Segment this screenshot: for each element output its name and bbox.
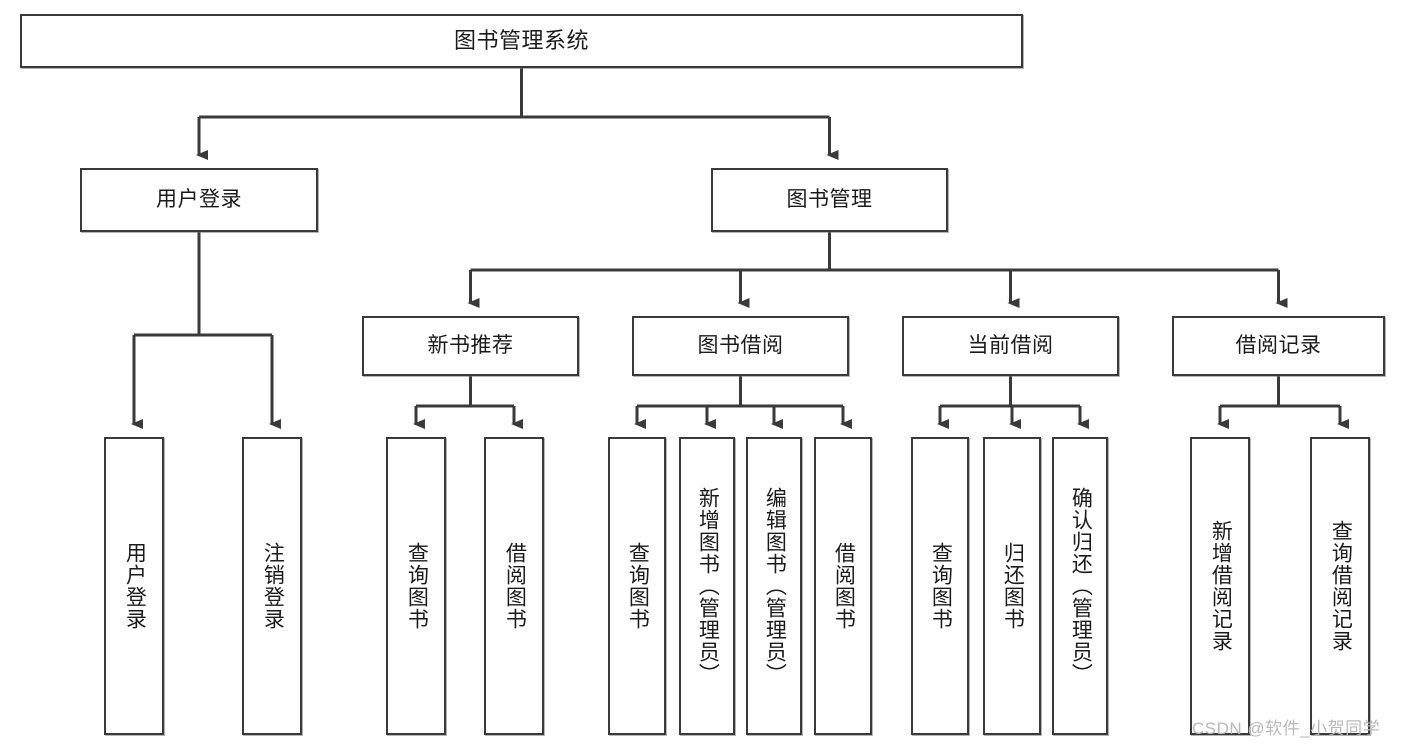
node-label: 查询图书 bbox=[626, 542, 650, 630]
node-label: 编辑图书（管理员） bbox=[763, 487, 787, 685]
node-current-borrow[interactable]: 当前借阅 bbox=[902, 316, 1119, 376]
node-root[interactable]: 图书管理系统 bbox=[20, 14, 1023, 68]
node-label: 当前借阅 bbox=[967, 333, 1054, 357]
node-leaf-borrow-book-bor[interactable]: 借阅图书 bbox=[814, 437, 872, 735]
node-book-manage[interactable]: 图书管理 bbox=[711, 168, 948, 232]
node-label: 查询图书 bbox=[929, 542, 953, 630]
node-leaf-query-book-rec[interactable]: 查询图书 bbox=[386, 437, 446, 735]
node-label: 借阅图书 bbox=[832, 542, 856, 630]
node-label: 借阅记录 bbox=[1235, 333, 1322, 357]
node-label: 查询借阅记录 bbox=[1329, 520, 1353, 652]
node-leaf-add-book[interactable]: 新增图书（管理员） bbox=[679, 437, 735, 735]
node-leaf-borrow-book-rec[interactable]: 借阅图书 bbox=[484, 437, 544, 735]
node-leaf-return-book[interactable]: 归还图书 bbox=[983, 437, 1041, 735]
node-book-borrow[interactable]: 图书借阅 bbox=[632, 316, 849, 376]
node-label: 借阅图书 bbox=[503, 542, 527, 630]
node-leaf-confirm-return[interactable]: 确认归还（管理员） bbox=[1052, 437, 1108, 735]
node-label: 查询图书 bbox=[405, 542, 429, 630]
node-borrow-record[interactable]: 借阅记录 bbox=[1172, 316, 1385, 376]
node-label: 用户登录 bbox=[123, 542, 147, 630]
node-leaf-query-record[interactable]: 查询借阅记录 bbox=[1310, 437, 1370, 735]
node-label: 注销登录 bbox=[261, 542, 285, 630]
node-label: 用户登录 bbox=[156, 187, 242, 211]
node-leaf-user-login[interactable]: 用户登录 bbox=[104, 437, 164, 735]
node-leaf-logout[interactable]: 注销登录 bbox=[242, 437, 302, 735]
node-leaf-add-record[interactable]: 新增借阅记录 bbox=[1190, 437, 1250, 735]
node-label: 归还图书 bbox=[1001, 542, 1025, 630]
node-label: 新书推荐 bbox=[427, 333, 514, 357]
node-leaf-query-book-bor[interactable]: 查询图书 bbox=[608, 437, 666, 735]
node-label: 新增图书（管理员） bbox=[696, 487, 720, 685]
node-label: 确认归还（管理员） bbox=[1069, 487, 1093, 685]
node-label: 新增借阅记录 bbox=[1209, 520, 1233, 652]
node-user-login[interactable]: 用户登录 bbox=[80, 168, 318, 232]
node-label: 图书管理 bbox=[786, 187, 873, 211]
node-leaf-query-book-cur[interactable]: 查询图书 bbox=[911, 437, 969, 735]
node-new-book-rec[interactable]: 新书推荐 bbox=[362, 316, 579, 376]
node-label: 图书管理系统 bbox=[453, 28, 589, 54]
csdn-watermark: CSDN @软件_小贺同学 bbox=[1192, 719, 1381, 738]
node-label: 图书借阅 bbox=[697, 333, 784, 357]
node-leaf-edit-book[interactable]: 编辑图书（管理员） bbox=[746, 437, 802, 735]
